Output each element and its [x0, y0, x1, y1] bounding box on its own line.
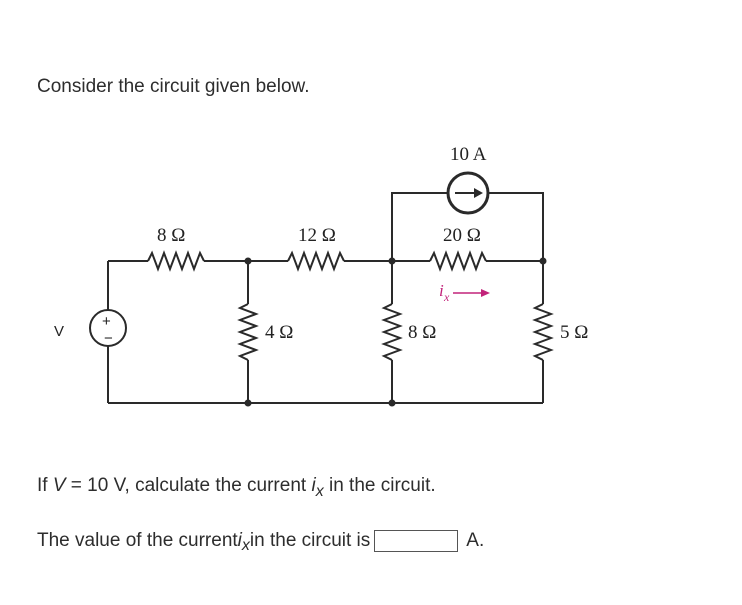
voltage-source: [89, 309, 127, 347]
answer-unit: A.: [466, 530, 485, 551]
resistor-shunt-right: [532, 303, 554, 361]
label-r-top-mid: 12 Ω: [298, 225, 336, 246]
label-r-shunt-left: 4 Ω: [265, 322, 293, 343]
source-label: V: [54, 323, 64, 340]
resistor-top-right: [429, 250, 487, 272]
label-r-shunt-mid: 8 Ω: [408, 322, 436, 343]
source-plus: +: [102, 313, 111, 330]
intro-text: Consider the circuit given below.: [37, 76, 310, 97]
label-current-source: 10 A: [450, 144, 487, 165]
label-r-shunt-right: 5 Ω: [560, 322, 588, 343]
resistor-top-mid: [287, 250, 345, 272]
junction-dots: [244, 257, 547, 407]
source-minus: −: [104, 330, 113, 347]
label-r-top-left: 8 Ω: [157, 225, 185, 246]
current-source-wire: [391, 192, 544, 261]
ix-arrowhead: [481, 289, 490, 297]
current-variable: i: [311, 475, 316, 496]
voltage-variable: V: [52, 475, 66, 496]
resistor-shunt-left: [237, 303, 259, 361]
resistor-top-left: [147, 250, 205, 272]
label-r-top-right: 20 Ω: [443, 225, 481, 246]
ix-label-sub: x: [443, 290, 450, 304]
ix-label: i: [439, 281, 444, 300]
question-line: If V = 10 V, calculate the current ix in…: [37, 475, 436, 500]
current-source-arrowhead: [474, 188, 483, 198]
answer-input[interactable]: [374, 530, 459, 552]
resistor-shunt-mid: [381, 303, 403, 361]
